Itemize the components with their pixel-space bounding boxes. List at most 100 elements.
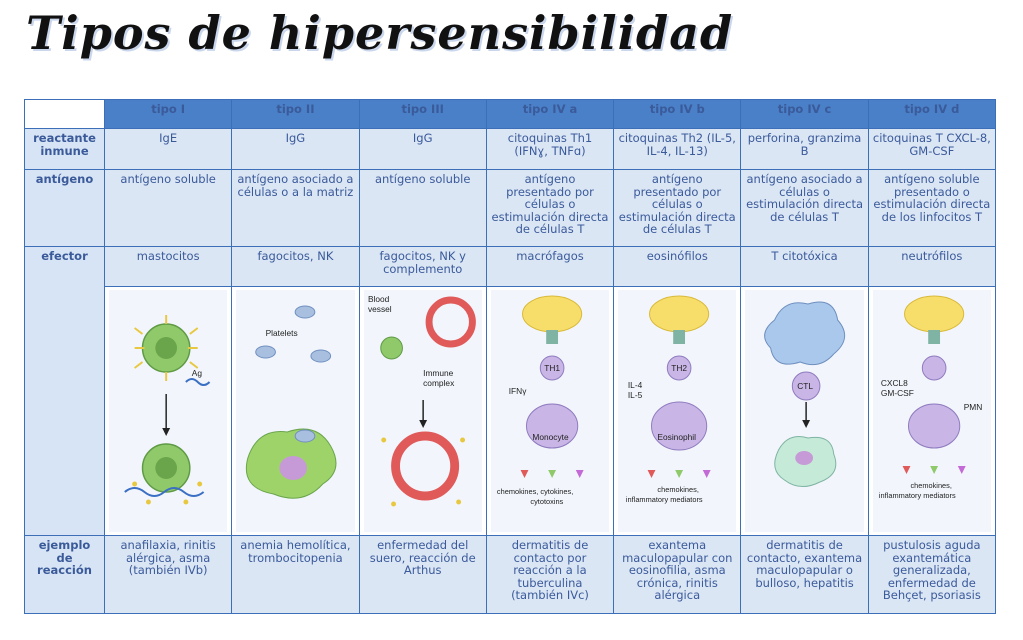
row-antigeno: antígeno antígeno soluble antígeno asoci…	[24, 169, 997, 247]
ctl-cell-icon	[792, 371, 821, 401]
platelets-illustration: Platelets	[236, 290, 355, 532]
table-cell: citoquinas Th1 (IFNɣ, TNFɑ)	[485, 128, 615, 170]
label-pmn: PMN	[963, 402, 982, 412]
label-monocyte: Monocyte	[532, 432, 569, 442]
illustration-cell: Blood vessel Immune complex	[358, 286, 487, 536]
col-header-tipo-ivc: tipo IV c	[740, 99, 869, 129]
label-out1: chemokines,	[910, 481, 951, 490]
pmn-illustration: CXCL8 GM-CSF PMN chemokines, inflammator…	[872, 290, 991, 532]
antigen-strand-icon	[185, 378, 211, 386]
target-cell-icon	[764, 301, 846, 366]
label-complex: complex	[423, 378, 455, 388]
illustration-cell: Ag	[103, 286, 233, 536]
table-cell: macrófagos	[485, 246, 615, 287]
col-header-tipo-ivd: tipo IV d	[867, 99, 997, 129]
table-cell: perforina, granzima B	[740, 128, 869, 170]
label-ctl: CTL	[798, 381, 814, 391]
th1-cell-icon	[539, 355, 565, 381]
cell-icon	[379, 336, 403, 360]
mast-cell-icon	[134, 315, 199, 381]
label-ag: Ag	[192, 368, 203, 378]
ctl-illustration: CTL	[745, 290, 864, 532]
th1-illustration: TH1 IFNγ Monocyte chemokines, cytokines,…	[490, 290, 610, 532]
illustration-cell: CTL	[740, 286, 869, 536]
table-cell: fagocitos, NK y complemento	[358, 246, 487, 287]
hypersensitivity-table: tipo I tipo II tipo III tipo IV a tipo I…	[24, 99, 997, 614]
table-cell: anafilaxia, rinitis alérgica, asma (tamb…	[103, 535, 233, 614]
table-cell: IgG	[358, 128, 487, 170]
row-illustrations: Ag	[25, 286, 997, 536]
row-label-efector: efector	[24, 246, 105, 536]
illustration-cell: CXCL8 GM-CSF PMN chemokines, inflammator…	[867, 286, 997, 536]
table-cell: IgG	[231, 128, 360, 170]
table-cell: antígeno soluble presentado o estimulaci…	[867, 169, 997, 247]
label-out2: cytotoxins	[530, 497, 563, 506]
table-cell: antígeno soluble	[103, 169, 233, 247]
th2-illustration: TH2 IL-4 IL-5 Eosinophil chemokines, inf…	[618, 290, 737, 532]
apc-icon	[521, 295, 583, 333]
label-th1: TH1	[544, 363, 560, 373]
table-cell: citoquinas T CXCL-8, GM-CSF	[867, 128, 997, 170]
table-cell: citoquinas Th2 (IL-5, IL-4, IL-13)	[613, 128, 742, 170]
row-label-ejemplo: ejemplo de reacción	[24, 535, 105, 614]
eosinophil-icon	[651, 401, 708, 451]
label-cxcl8: CXCL8	[881, 378, 908, 388]
monocyte-icon	[525, 403, 579, 449]
label-immune: Immune	[423, 368, 454, 378]
table-cell: neutrófilos	[867, 246, 997, 287]
t-cell-icon	[921, 355, 947, 381]
label-eosinophil: Eosinophil	[658, 432, 697, 442]
label-il4: IL-4	[628, 380, 643, 390]
table-cell: pustulosis aguda exantemática generaliza…	[867, 535, 997, 614]
label-gmcsf: GM-CSF	[881, 388, 914, 398]
blood-vessel-icon	[390, 431, 459, 501]
label-platelets: Platelets	[266, 328, 298, 338]
label-ifng: IFNγ	[509, 386, 527, 396]
table-cell: antígeno presentado por células o estimu…	[613, 169, 742, 247]
page-title: Tipos de hipersensibilidad	[26, 6, 734, 60]
blood-vessel-icon	[425, 296, 476, 348]
table-cell: antígeno presentado por células o estimu…	[485, 169, 615, 247]
immune-complex-illustration: Blood vessel Immune complex	[363, 290, 482, 532]
platelet-icon	[255, 305, 332, 363]
row-label-antigeno: antígeno	[24, 169, 105, 247]
table-cell: antígeno soluble	[358, 169, 487, 247]
table-cell: dermatitis de contacto, exantema maculop…	[740, 535, 869, 614]
apc-icon	[903, 295, 964, 333]
neutrophil-icon	[907, 403, 960, 449]
row-reactante: reactante inmune IgE IgG IgG citoquinas …	[24, 128, 997, 170]
mediator-triangles-icon	[902, 466, 966, 474]
table-cell: fagocitos, NK	[231, 246, 360, 287]
label-vessel: vessel	[368, 304, 392, 314]
mediator-triangles-icon	[647, 470, 711, 478]
arrow-down-icon	[418, 400, 427, 428]
complex-deposit-icon	[380, 437, 465, 507]
label-out2: inflammatory mediators	[626, 495, 703, 504]
table-cell: mastocitos	[103, 246, 233, 287]
header-row: tipo I tipo II tipo III tipo IV a tipo I…	[24, 99, 997, 129]
label-out1: chemokines, cytokines,	[497, 487, 573, 496]
apc-icon	[649, 295, 710, 333]
col-header-tipo-ii: tipo II	[231, 99, 360, 129]
illustration-cell: TH1 IFNγ Monocyte chemokines, cytokines,…	[485, 286, 615, 536]
col-header-tipo-i: tipo I	[103, 99, 233, 129]
table-cell: enfermedad del suero, reacción de Arthus	[358, 535, 487, 614]
phagocyte-icon	[246, 428, 337, 499]
row-label-reactante: reactante inmune	[24, 128, 105, 170]
arrow-down-icon	[802, 402, 811, 428]
table-cell: eosinófilos	[613, 246, 742, 287]
col-header-tipo-iva: tipo IV a	[485, 99, 615, 129]
label-blood: Blood	[368, 294, 390, 304]
col-header-tipo-ivb: tipo IV b	[613, 99, 742, 129]
table-cell: dermatitis de contacto por reacción a la…	[485, 535, 615, 614]
row-efector: efector mastocitos fagocitos, NK fagocit…	[24, 246, 997, 536]
th2-cell-icon	[666, 355, 692, 381]
col-header-tipo-iii: tipo III	[358, 99, 487, 129]
degranulating-mast-cell-icon	[124, 443, 205, 505]
table-cell: IgE	[103, 128, 233, 170]
mediator-triangles-icon	[520, 470, 584, 478]
label-th2: TH2	[671, 363, 687, 373]
table-cell: exantema maculopapular con eosinofilia, …	[613, 535, 742, 614]
illustration-cell: Platelets	[231, 286, 360, 536]
receptor-icon	[546, 330, 558, 344]
